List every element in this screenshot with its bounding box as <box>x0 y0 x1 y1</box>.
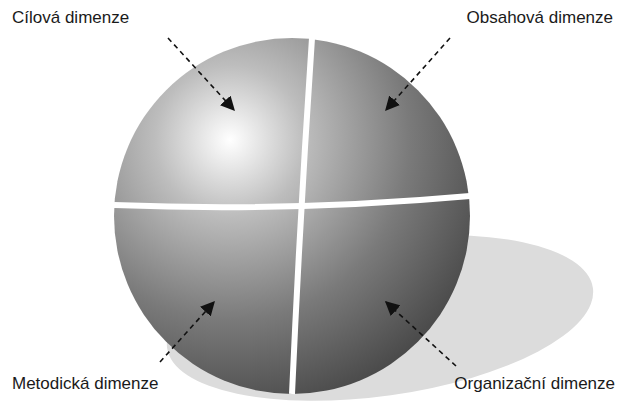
leader-arrow <box>168 38 234 110</box>
leader-arrow <box>386 302 456 366</box>
dimension-label: Cílová dimenze <box>12 8 129 28</box>
leader-arrow <box>160 302 214 362</box>
divider <box>292 38 312 394</box>
dimension-label: Obsahová dimenze <box>467 8 613 28</box>
leader-arrow <box>386 38 450 110</box>
sphere <box>114 38 470 394</box>
divider <box>114 196 470 207</box>
dimension-label: Organizační dimenze <box>454 374 615 394</box>
dimension-label: Metodická dimenze <box>12 374 158 394</box>
